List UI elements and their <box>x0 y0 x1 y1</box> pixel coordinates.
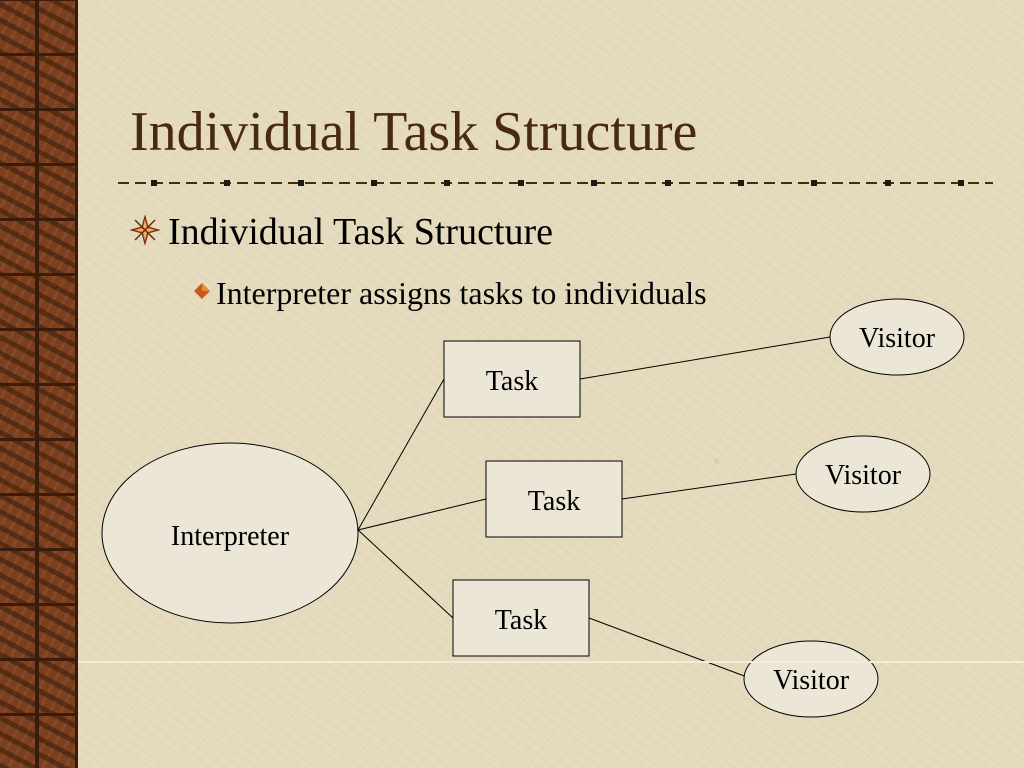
task-label: Task <box>528 486 580 517</box>
interpreter-label: Interpreter <box>171 521 290 552</box>
interpreter-node: Interpreter <box>101 442 359 624</box>
visitor-label: Visitor <box>859 323 936 354</box>
visitor-node: Visitor <box>829 298 965 376</box>
compass-star-icon <box>129 213 161 250</box>
title-divider <box>118 180 993 186</box>
visitor-node: Visitor <box>795 435 931 513</box>
bullet-level2: Interpreter assigns tasks to individuals <box>193 275 707 312</box>
task-node: Task <box>443 340 581 418</box>
visitor-label: Visitor <box>773 665 850 696</box>
visitor-label: Visitor <box>825 460 902 491</box>
slide-title: Individual Task Structure <box>130 101 698 163</box>
task-label: Task <box>495 605 547 636</box>
bullet-level1-text: Individual Task Structure <box>168 211 554 253</box>
connector-interpreter-task-2 <box>357 498 487 531</box>
connector-task-2-visitor-2 <box>621 473 797 500</box>
connector-interpreter-task-1 <box>357 378 445 531</box>
connector-task-1-visitor-1 <box>579 336 831 380</box>
bullet-level1: Individual Task Structure <box>129 210 554 254</box>
bullet-level2-text: Interpreter assigns tasks to individuals <box>216 275 707 311</box>
connector-interpreter-task-3 <box>357 529 454 619</box>
diamond-icon <box>193 282 211 305</box>
decorative-side-bar <box>0 0 78 768</box>
visitor-node: Visitor <box>743 640 879 718</box>
connector-task-3-visitor-3 <box>588 617 748 678</box>
footer-divider <box>78 661 1024 663</box>
task-node: Task <box>452 579 590 657</box>
task-label: Task <box>486 366 538 397</box>
task-node: Task <box>485 460 623 538</box>
